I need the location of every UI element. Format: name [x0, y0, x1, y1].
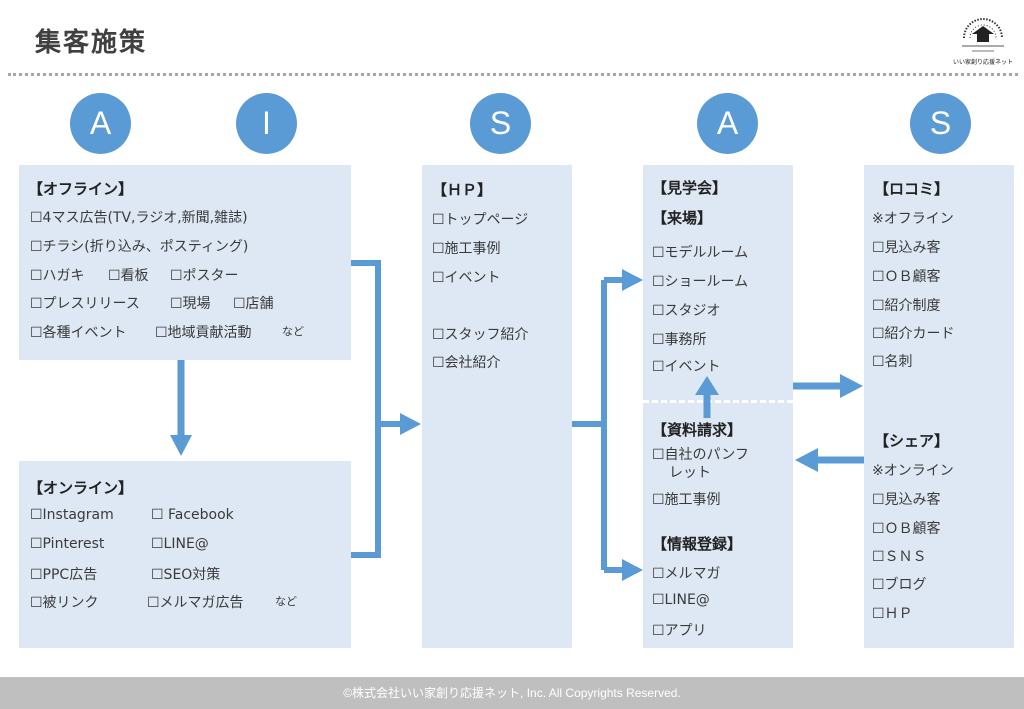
etc-label: など [275, 595, 297, 608]
list-item: ☐スタッフ紹介 [432, 327, 529, 343]
arrow-request-to-visit [695, 376, 719, 418]
list-item: ※オフライン [872, 211, 954, 227]
arrow-offline-to-online [170, 360, 192, 456]
list-item: ※オンライン [872, 463, 954, 479]
list-item: ☐ Facebook [151, 507, 234, 523]
section-header: 【ロコミ】 [874, 180, 950, 198]
section-header: 【資料請求】 [652, 421, 743, 439]
section-header: 【ＨＰ】 [432, 181, 493, 199]
list-item: ☐Pinterest [30, 536, 105, 552]
aisas-circle: S [470, 93, 531, 154]
divider [8, 73, 1018, 76]
bracket-to-hp [351, 260, 421, 558]
online-box [19, 461, 351, 648]
aisas-circle: A [70, 93, 131, 154]
list-item: ☐ＯＢ顧客 [872, 521, 941, 537]
list-item: ☐会社紹介 [432, 355, 501, 371]
company-logo: いい家創り応援ネット [953, 18, 1013, 66]
etc-label: など [282, 325, 304, 338]
list-item: ☐4マス広告(TV,ラジオ,新聞,雑誌) [30, 210, 248, 226]
list-item: ☐名刺 [872, 354, 913, 370]
list-item: ☐見込み客 [872, 240, 941, 256]
list-item: ☐ポスター [170, 268, 239, 284]
aisas-circle: I [236, 93, 297, 154]
section-header: 【情報登録】 [652, 535, 743, 553]
list-item: ☐紹介カード [872, 326, 955, 342]
arrow-share-to-request [795, 448, 864, 472]
list-item: ☐トップページ [432, 212, 529, 228]
aisas-circle: A [697, 93, 758, 154]
share-box [864, 165, 1014, 648]
list-item: ☐ＳＮＳ [872, 549, 927, 565]
list-item: ☐施工事例 [432, 241, 501, 257]
list-item: ☐メルマガ広告 [147, 595, 244, 611]
list-item: ☐現場 [170, 296, 211, 312]
section-header: 【オンライン】 [28, 479, 134, 497]
list-item: ☐イベント [652, 359, 721, 375]
list-item: ☐スタジオ [652, 303, 721, 319]
list-item: ☐Instagram [30, 507, 114, 523]
list-item: レット [669, 465, 711, 481]
list-item: ☐ブログ [872, 577, 927, 593]
list-item: ☐ショールーム [652, 274, 749, 290]
list-item: ☐プレスリリース [30, 296, 140, 312]
list-item: ☐自社のパンフ [652, 447, 749, 463]
list-item: ☐各種イベント [30, 325, 127, 341]
bracket-to-action [572, 269, 643, 581]
list-item: ☐LINE@ [151, 536, 209, 552]
section-header: 【シェア】 [874, 432, 950, 450]
list-item: ☐店舗 [233, 296, 274, 312]
list-item: ☐アプリ [652, 623, 707, 639]
section-header: 【見学会】 [652, 179, 728, 197]
footer-copyright: ©株式会社いい家創り応援ネット, Inc. All Copyrights Res… [0, 677, 1024, 709]
dashed-separator [643, 400, 793, 403]
svg-text:いい家創り応援ネット: いい家創り応援ネット [953, 58, 1013, 66]
hp-box [422, 165, 572, 648]
action-box [643, 165, 793, 648]
arrow-action-to-wom [793, 374, 863, 398]
list-item: ☐ＨＰ [872, 606, 913, 622]
list-item: ☐事務所 [652, 332, 707, 348]
aisas-circle: S [910, 93, 971, 154]
list-item: ☐紹介制度 [872, 298, 941, 314]
list-item: ☐LINE@ [652, 592, 710, 608]
list-item: ☐イベント [432, 270, 501, 286]
list-item: ☐ＯＢ顧客 [872, 269, 941, 285]
list-item: ☐地域貢献活動 [155, 325, 252, 341]
list-item: ☐ハガキ [30, 268, 85, 284]
list-item: ☐看板 [108, 268, 149, 284]
list-item: ☐SEO対策 [151, 567, 221, 583]
list-item: ☐メルマガ [652, 566, 721, 582]
list-item: ☐PPC広告 [30, 567, 98, 583]
offline-box [19, 165, 351, 360]
section-subheader: 【来場】 [652, 209, 713, 227]
list-item: ☐見込み客 [872, 492, 941, 508]
page-title: 集客施策 [35, 28, 148, 58]
list-item: ☐モデルルーム [652, 245, 749, 261]
list-item: ☐被リンク [30, 595, 99, 611]
list-item: ☐チラシ(折り込み、ポスティング) [30, 239, 249, 255]
section-header: 【オフライン】 [28, 180, 134, 198]
list-item: ☐施工事例 [652, 492, 721, 508]
